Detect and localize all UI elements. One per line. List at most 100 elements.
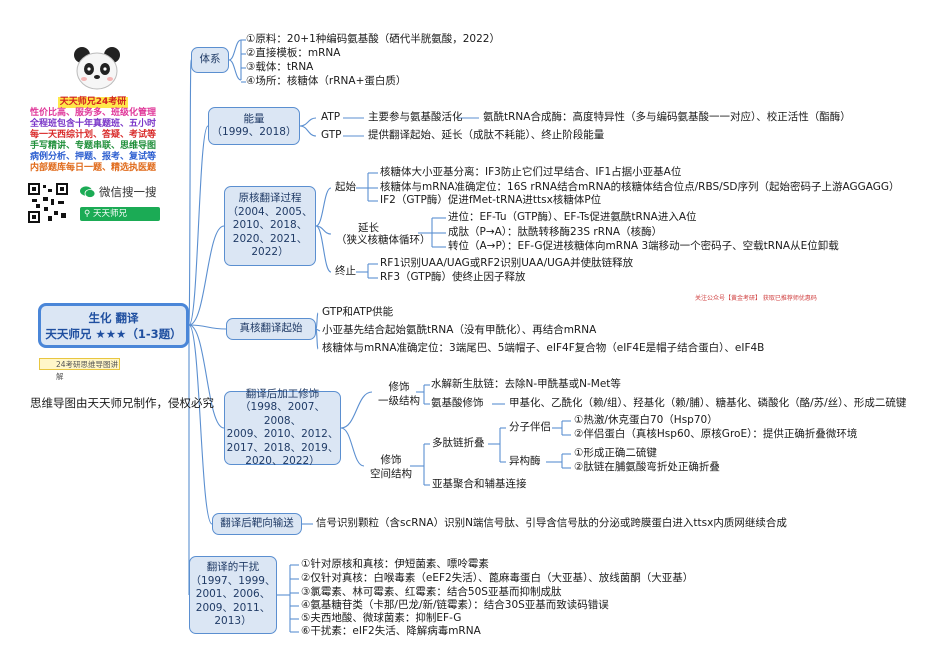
node-years: 2013） [214,615,252,628]
qishi-item: IF2（GTP酶）促进fMet-tRNA进ttsx核糖体P位 [380,194,602,206]
node-title: 翻译后加工修饰 [245,387,320,400]
fenzi-item: ②伴侣蛋白（真核Hsp60、原核GroE）：提供正确折叠微环境 [574,428,858,440]
branch-line [315,225,332,273]
branch-line [315,225,332,235]
atp-enzyme: 氨酰tRNA合成酶：高度特异性（多与编码氨基酸一一对应）、校正活性（酯酶） [483,111,851,123]
video-badge[interactable]: 24考研思维导图讲解 [39,358,120,381]
yigou-item: ①形成正确二硫键 [574,447,657,459]
yiji-item: 氨基酸修饰 [431,397,484,409]
wechat-search-text: 微信搜一搜 [99,185,157,199]
yanchang-label: 延长 [358,222,379,234]
node-title: 体系 [199,53,221,66]
node-years: 2009、2010、2012、 [226,428,339,440]
panda-mascot-icon [70,45,124,93]
wechat-icon [80,186,96,198]
bakao-desc: 信号识别颗粒（含scRNA）识别N端信号肽、引导含信号肽的分泌或跨膜蛋白进入tt… [316,517,787,529]
node-years: 2001、2006、 [195,588,271,601]
node-yuanhe[interactable]: 原核翻译过程 （2004、2005、 2010、2018、 2020、2021、… [224,186,316,266]
node-years: （1997、1999、 [190,574,276,587]
node-zhenhe[interactable]: 真核翻译起始 [226,318,316,340]
branch-line [315,312,319,330]
tixi-item: ④场所：核糖体（rRNA+蛋白质） [246,75,407,87]
branch-line [315,187,332,227]
wechat-search-box[interactable]: ⚲ 天天师兄 [80,207,160,221]
root-branch-line [188,324,213,525]
ganrao-item: ②仅针对真核：白喉毒素（eEF2失活）、蓖麻毒蛋白（大亚基）、放线菌酮（大亚基） [301,572,694,584]
wechat-search-label: 微信搜一搜 [80,183,157,201]
node-ganrao[interactable]: 翻译的干扰 （1997、1999、 2001、2006、 2009、2011、 … [189,556,277,634]
node-years: 2022） [251,246,289,259]
zhedie-label: 多肽链折叠 [432,437,485,449]
root-title: 生化 翻译 [88,310,139,325]
fenzi-label: 分子伴侣 [509,421,551,433]
qishi-label: 起始 [335,181,356,193]
kongjian-line: 空间结构 [370,468,412,480]
promo-line: 每一天西综计划、答疑、考试等 [29,130,156,140]
tixi-item: ②直接模板：mRNA [246,47,341,59]
node-years: 2017、2018、2019、 [226,441,339,454]
ganrao-item: ①针对原核和真核：伊短菌素、嘌呤霉素 [301,558,489,570]
yanchang-item: 进位：EF-Tu（GTP酶）、EF-Ts促进氨酰tRNA进入A位 [448,211,697,223]
node-xiushi[interactable]: 翻译后加工修饰 （1998、2007、2008、 2009、2010、2012、… [224,387,341,467]
yiji-line: 修饰 [388,381,410,393]
ganrao-item: ⑥干扰素：eIF2失活、降解病毒mRNA [301,625,481,637]
yigou-item: ②肽链在脯氨酸弯折处正确折叠 [574,461,720,473]
zhenhe-item: GTP和ATP供能 [322,306,394,318]
node-title: 真核翻译起始 [239,322,303,335]
node-years: 2010、2018、 [232,219,308,232]
node-title: 能量 [243,112,265,125]
zhongzhi-item: RF3（GTP酶）使终止因子释放 [380,271,526,283]
tixi-item: ③载体：tRNA [246,61,314,73]
atp-desc: 主要参与氨基酸活化 [368,111,463,123]
kongjian-line: 修饰 [380,454,402,466]
gtp-desc: 提供翻译起始、延长（成肽不耗能）、终止阶段能量 [368,129,605,141]
yanchang-sub: （狭义核糖体循环） [336,234,431,246]
node-bakao[interactable]: 翻译后靶向输送 [212,513,302,535]
zhongzhi-label: 终止 [335,265,356,277]
yigou-label: 异构酶 [509,455,541,467]
root-branch-line [188,324,227,330]
node-title: 翻译的干扰 [206,561,260,574]
node-years: （1999、2018） [211,126,297,138]
branch-line [315,328,319,350]
node-tixi[interactable]: 体系 [191,47,229,73]
aa-mod-list: 甲基化、乙酰化（赖/组）、羟基化（赖/脯）、糖基化、磷酸化（酪/苏/丝）、形成二… [509,397,907,409]
node-years: 2020、2021、 [232,232,308,245]
watermark-text: 关注公众号【黄金考研】 获取已推荐师优惠码 [695,295,817,302]
root-branch-line [188,125,209,326]
tixi-item: ①原料：20+1种编码氨基酸（硒代半胱氨酸，2022） [246,33,500,45]
kongjian-label: 修饰 空间结构 [370,453,412,481]
branch-line [299,117,317,127]
atp-label: ATP [321,111,341,123]
promo-line: 性价比高、服务多、班级化管理 [29,108,156,118]
branch-line [299,125,317,137]
branch-line [228,59,242,81]
node-nengliang[interactable]: 能量 （1999、2018） [208,107,300,145]
root-branch-line [188,324,225,429]
search-icon: ⚲ [84,209,91,219]
node-title: 原核翻译过程 [238,192,302,205]
root-node[interactable]: 生化 翻译 天天师兄 ★★★（1-3题） [38,303,189,348]
node-title: 翻译后靶向输送 [220,517,294,530]
search-query: 天天师兄 [92,209,127,219]
promo-line: 内部题库每日一题、精选执医题 [29,163,156,173]
yanchang-item: 成肽（P→A）：肽酰转移酶23S rRNA（核酶） [448,226,663,238]
node-years: （1998、2007、2008、 [240,401,325,427]
zhenhe-item: 核糖体与mRNA准确定位：3端尾巴、5端帽子、eIF4F复合物（eIF4E是帽子… [322,342,765,354]
qr-code-icon [28,183,68,223]
fenzi-item: ①热激/休克蛋白70（Hsp70） [574,414,718,426]
promo-block: 天天师兄24考研 性价比高、服务多、班级化管理 全程班包含十年真题班、五小时 每… [28,97,158,174]
node-years: 2009、2011、 [195,601,271,614]
qishi-item: 核糖体与mRNA准确定位：16S rRNA结合mRNA的核糖体结合位点/RBS/… [380,181,900,193]
root-branch-line [188,59,192,326]
branch-line [228,39,242,61]
branch-line [340,391,373,429]
zhenhe-item: 小亚基先结合起始氨酰tRNA（没有甲酰化）、再结合mRNA [322,324,597,336]
badge-label: 24考研思维导图讲解 [56,360,119,381]
promo-line: 手写精讲、专题串联、思维导图 [29,141,156,151]
gtp-label: GTP [321,129,342,141]
ganrao-item: ⑤夫西地酸、微球菌素：抑制EF-G [301,612,462,624]
root-subtitle: 天天师兄 ★★★（1-3题） [45,326,182,341]
ganrao-item: ④氨基糖苷类（卡那/巴龙/新/链霉素）：结合30S亚基而致读码错误 [301,599,609,611]
ganrao-item: ③氯霉素、林可霉素、红霉素：结合50S亚基而抑制成肽 [301,586,562,598]
